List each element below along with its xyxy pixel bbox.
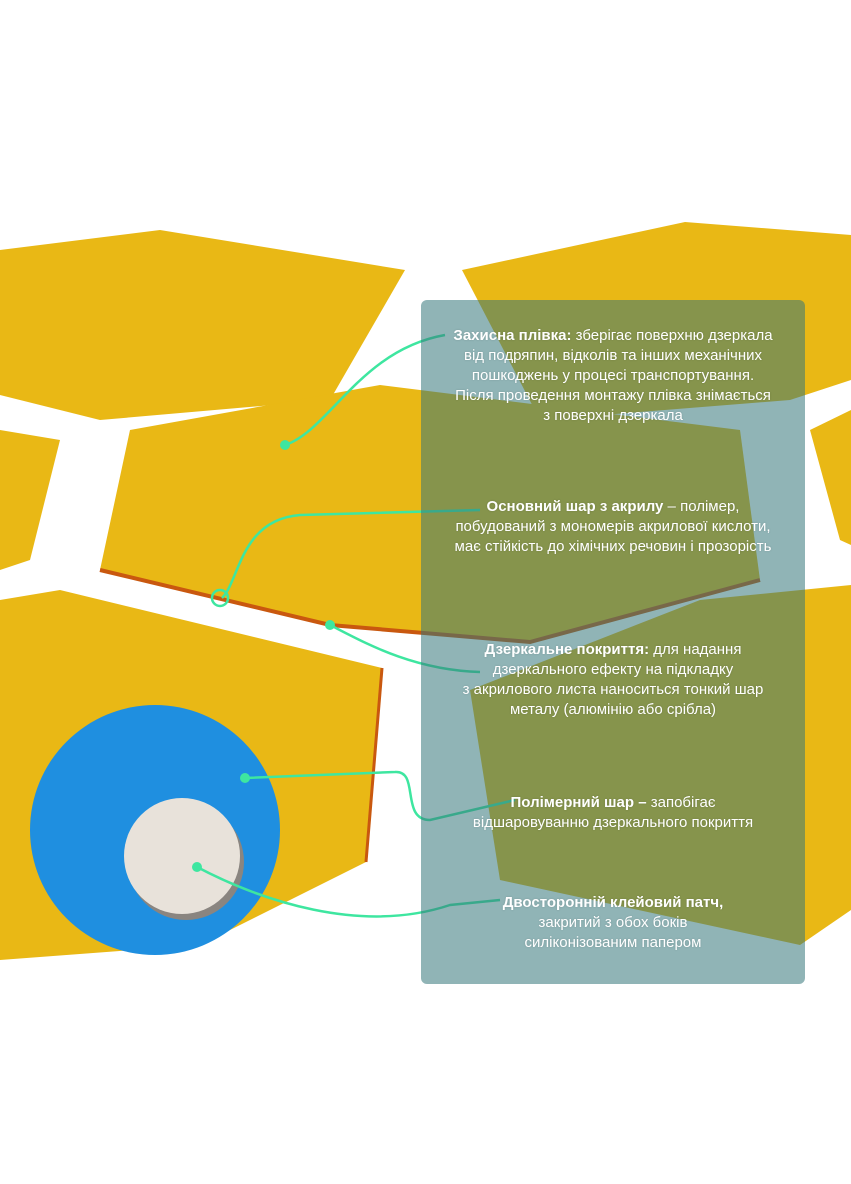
note-mirror-coating-line2: дзеркального ефекту на підкладку bbox=[492, 661, 734, 678]
note-protective-film-line5: з поверхні дзеркала bbox=[543, 407, 683, 424]
note-polymer-layer-title: Полімерний шар – bbox=[510, 794, 647, 811]
note-protective-film-line2: від подряпин, відколів та інших механічн… bbox=[463, 347, 763, 364]
adhesive-patch bbox=[124, 798, 240, 914]
note-acrylic-layer-line1: – полімер, bbox=[663, 498, 740, 515]
note-mirror-coating-line1: для надання bbox=[649, 641, 742, 658]
leader-dot-mirror bbox=[325, 620, 335, 630]
hexagon-bottom-left-edge bbox=[364, 667, 384, 863]
info-panel bbox=[421, 300, 805, 984]
note-adhesive-patch-title: Двосторонній клейовий патч, bbox=[502, 894, 724, 911]
note-mirror-coating-title: Дзеркальне покриття: bbox=[484, 641, 650, 658]
note-polymer-layer-line1: запобігає bbox=[646, 794, 716, 811]
hexagon-mid-left bbox=[0, 430, 60, 570]
note-polymer-layer-line2: відшаровуванню дзеркального покриття bbox=[472, 814, 754, 831]
note-acrylic-layer-line2: побудований з мономерів акрилової кислот… bbox=[455, 518, 771, 535]
note-acrylic-layer: Основний шар з акрилу – полімер, побудов… bbox=[430, 497, 796, 557]
hexagon-mid-right bbox=[810, 410, 851, 545]
note-adhesive-patch: Двосторонній клейовий патч, закритий з о… bbox=[430, 893, 796, 953]
leader-dot-patch bbox=[192, 862, 202, 872]
leader-dot-protective bbox=[280, 440, 290, 450]
note-adhesive-patch-line3: силіконізованим папером bbox=[524, 934, 702, 951]
note-protective-film-line3: пошкоджень у процесі транспортування. bbox=[471, 367, 755, 384]
note-mirror-coating: Дзеркальне покриття: для надання дзеркал… bbox=[430, 640, 796, 720]
leader-line-protective bbox=[284, 333, 446, 447]
note-mirror-coating-line4: металу (алюмінію або срібла) bbox=[509, 701, 717, 718]
leader-line-acrylic bbox=[221, 508, 481, 599]
note-mirror-coating-line3: з акрилового листа наноситься тонкий шар bbox=[462, 681, 764, 698]
note-polymer-layer: Полімерний шар – запобігає відшаровуванн… bbox=[430, 793, 796, 833]
hexagon-top-left bbox=[0, 230, 405, 420]
note-acrylic-layer-title: Основний шар з акрилу bbox=[486, 498, 664, 515]
leader-ring-acrylic bbox=[210, 588, 230, 608]
note-adhesive-patch-line2: закритий з обох боків bbox=[538, 914, 688, 931]
note-protective-film: Захисна плівка: зберігає поверхню дзерка… bbox=[430, 326, 796, 426]
note-protective-film-line1: зберігає поверхню дзеркала bbox=[571, 327, 773, 344]
leader-dot-polymer bbox=[240, 773, 250, 783]
note-protective-film-title: Захисна плівка: bbox=[453, 327, 572, 344]
note-protective-film-line4: Після проведення монтажу плівка знімаєть… bbox=[455, 387, 771, 404]
note-acrylic-layer-line3: має стійкість до хімічних речовин і проз… bbox=[454, 538, 772, 555]
